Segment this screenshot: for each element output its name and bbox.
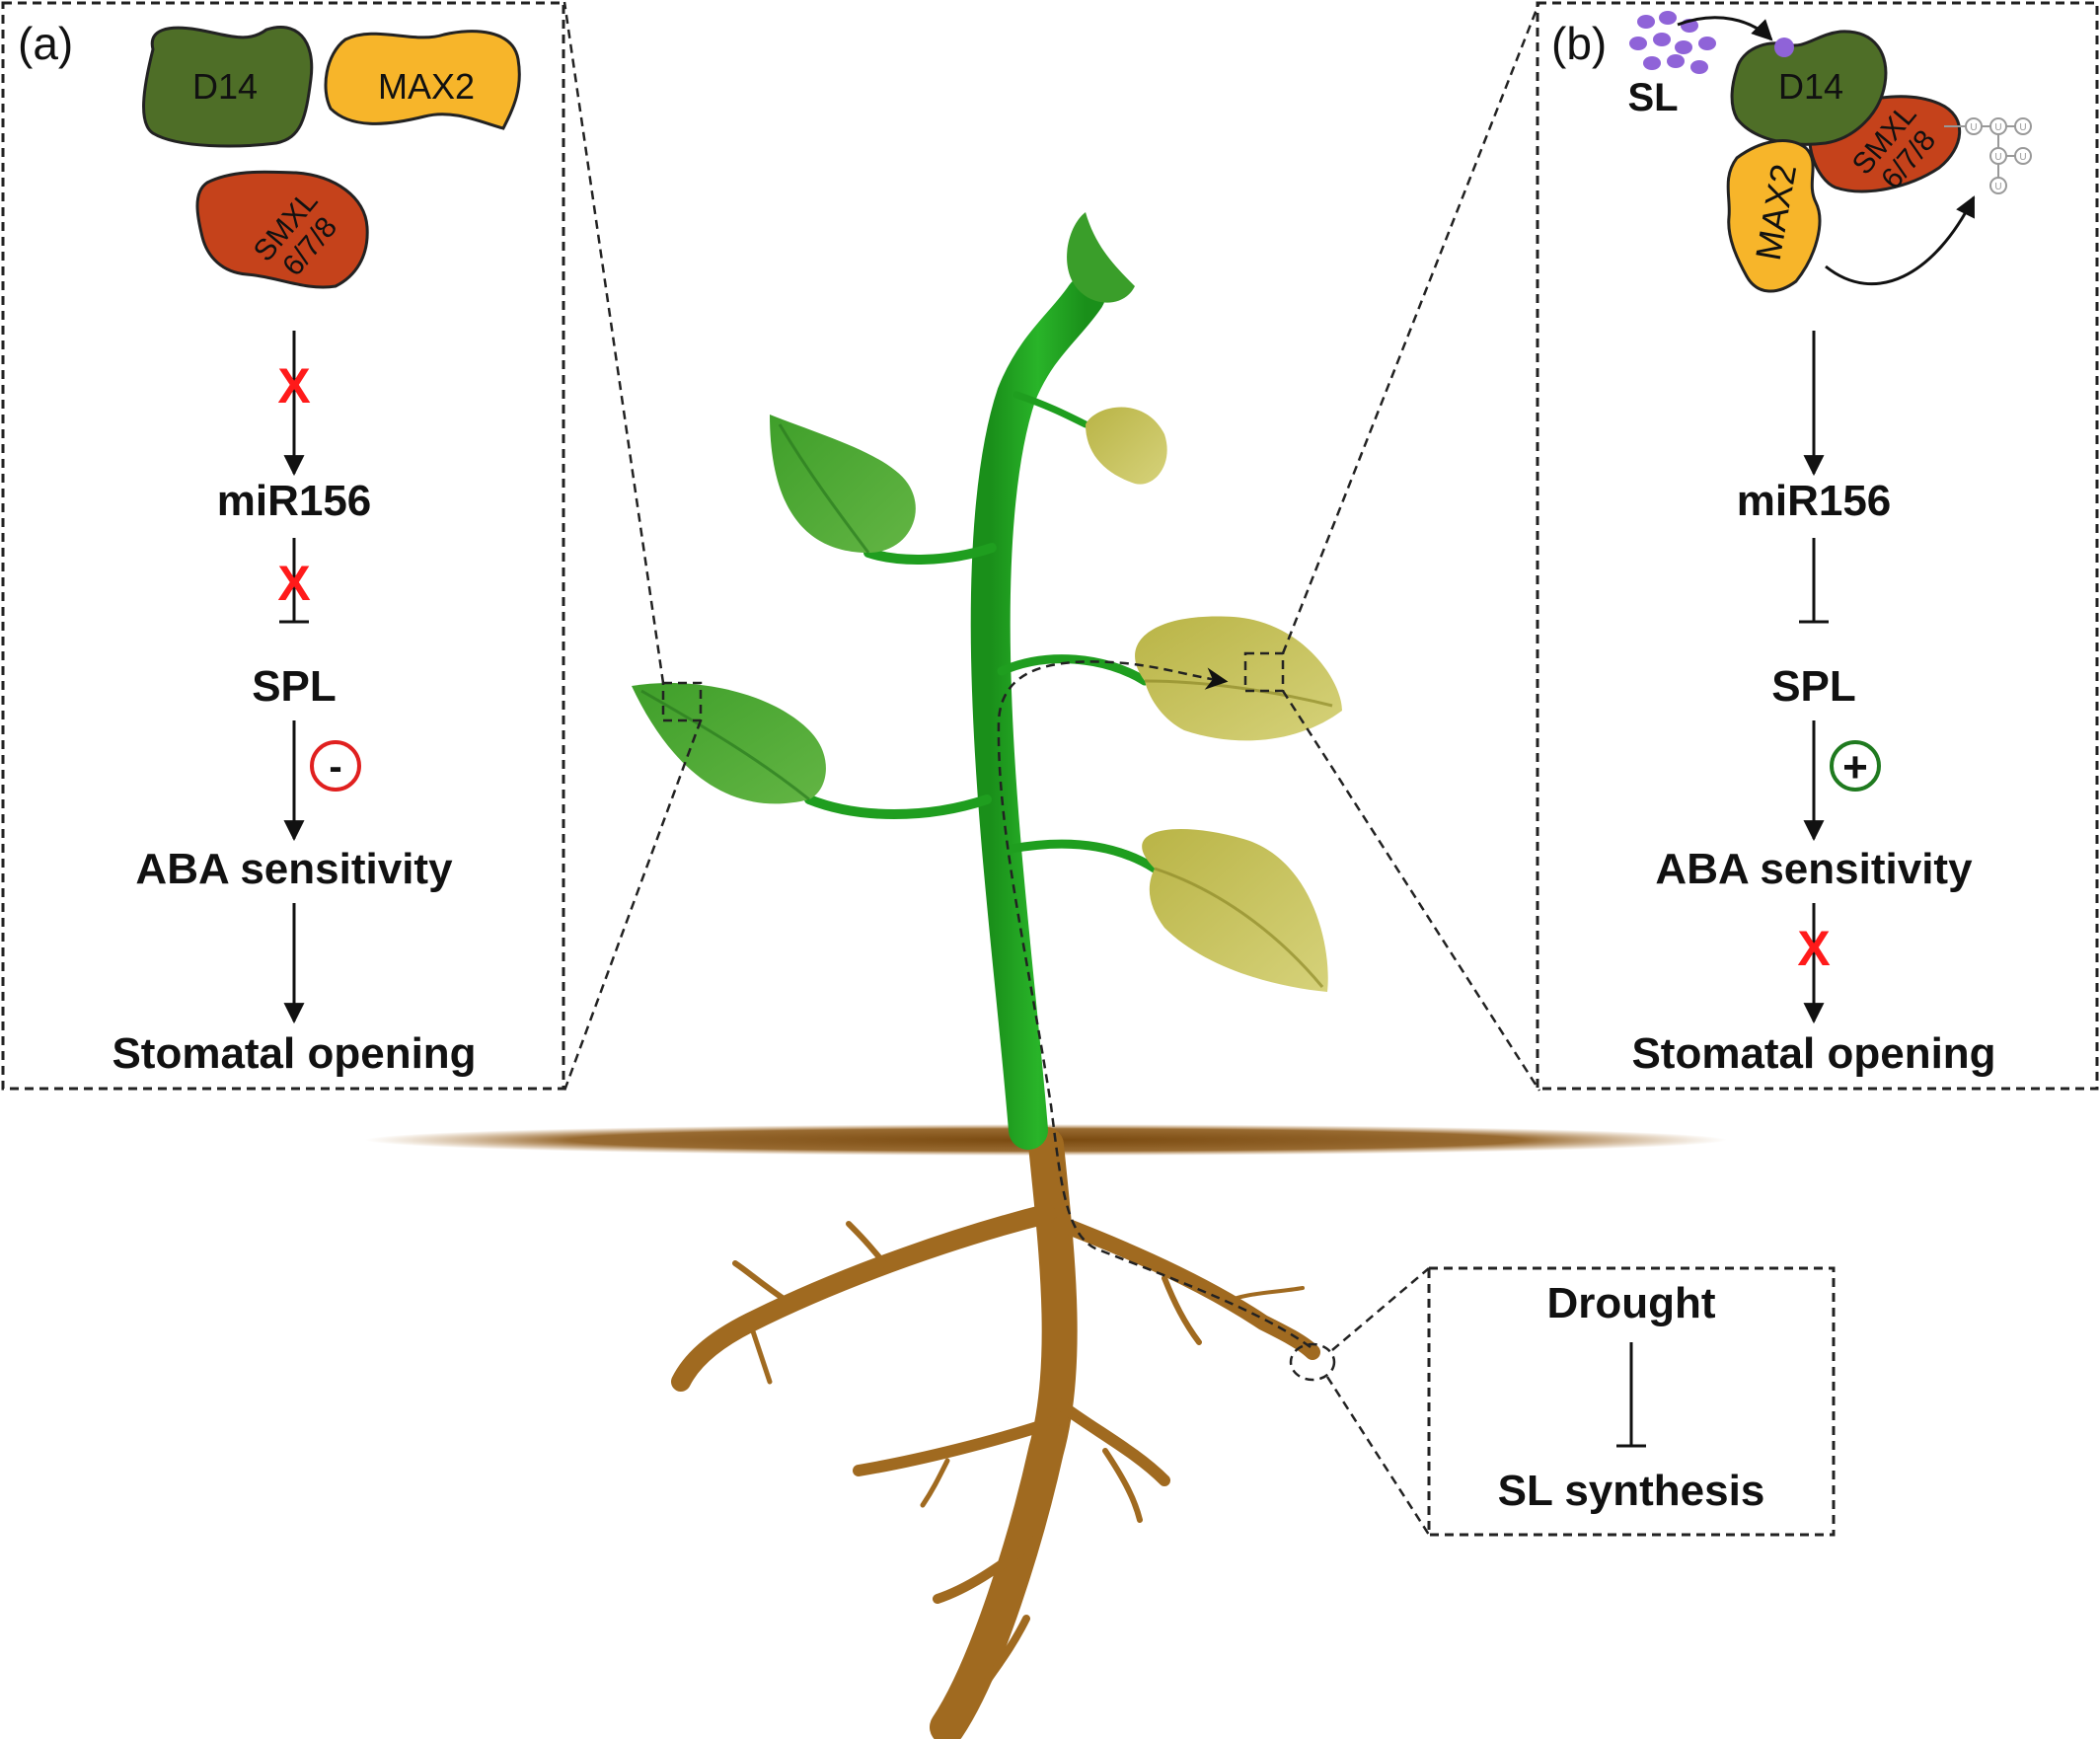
panel-a-box [1, 1, 565, 1091]
stem [970, 276, 1105, 1150]
leaf-top [1067, 212, 1135, 303]
svg-text:-: - [329, 745, 341, 789]
svg-text:D14: D14 [1778, 66, 1843, 107]
sl-dot [1698, 37, 1716, 50]
blocked-mark-b: X [1797, 921, 1830, 976]
d14-protein-complex: D14 [1730, 30, 1888, 146]
step-mir156: miR156 [217, 477, 372, 525]
svg-text:U: U [1994, 122, 2001, 133]
panel-b-label: (b) [1551, 18, 1607, 69]
d14-protein: D14 [142, 25, 314, 148]
svg-text:U: U [2019, 152, 2026, 163]
sl-transport-path [997, 660, 1312, 1349]
ubiquitin-unit: U [1989, 117, 2007, 135]
degradation-arrow [1825, 195, 1976, 285]
svg-text:MAX2: MAX2 [378, 66, 475, 107]
sl-dot [1653, 33, 1671, 46]
step-stomatal-opening-b: Stomatal opening [1631, 1029, 1995, 1078]
leaf-mid-right [1135, 616, 1342, 741]
plus-sign: + [1830, 740, 1881, 792]
sl-dot [1690, 60, 1708, 74]
ubiquitin-unit: U [1989, 147, 2007, 165]
step-mir156-b: miR156 [1737, 477, 1892, 525]
step-aba-sensitivity-b: ABA sensitivity [1655, 845, 1973, 893]
leaf-upper-right-small [1086, 407, 1167, 485]
leaf-upper-left [770, 415, 916, 553]
panel-b-box [1536, 1, 2099, 1091]
sl-dot [1675, 40, 1692, 54]
sl-binding-arrow [1677, 16, 1773, 41]
ubiquitin-unit: U [1965, 117, 1983, 135]
ubiquitin-unit: U [2014, 147, 2032, 165]
blocked-mark-2: X [277, 556, 310, 611]
sl-label: SL [1627, 76, 1678, 119]
ubiquitin-unit: U [2014, 117, 2032, 135]
ubiquitin-unit: U [1989, 177, 2007, 194]
sl-dot [1667, 54, 1685, 68]
root-system [671, 1127, 1320, 1739]
step-aba-sensitivity: ABA sensitivity [135, 845, 453, 893]
step-spl-b: SPL [1771, 662, 1856, 711]
zoom-box-left-leaf [661, 681, 703, 722]
svg-text:U: U [1994, 182, 2001, 192]
step-spl: SPL [252, 662, 337, 711]
sl-dot [1629, 37, 1647, 50]
svg-text:U: U [1994, 152, 2001, 163]
panel-a-label: (a) [18, 18, 73, 69]
root-panel-box [1427, 1266, 1836, 1537]
root-panel: Drought SL synthesis [1427, 1266, 1836, 1537]
sl-dot [1637, 15, 1655, 29]
step-drought: Drought [1546, 1279, 1715, 1327]
sl-dot [1659, 11, 1677, 25]
zoom-circle-root-tip [1289, 1342, 1336, 1382]
sl-dot [1643, 56, 1661, 70]
ubiquitin-chain: U U U U U U [1944, 117, 2032, 194]
smxl-protein: SMXL 6/7/8 [195, 170, 369, 289]
panel-a: (a) D14 MAX2 SMXL 6/7/8 X miR156 X SPL [1, 1, 565, 1091]
sl-molecules [1629, 11, 1716, 74]
blocked-mark-1: X [277, 358, 310, 414]
zoom-connectors [562, 1, 1541, 1536]
zoom-box-right-leaf [1243, 651, 1285, 693]
svg-text:+: + [1842, 743, 1868, 792]
svg-text:D14: D14 [192, 66, 258, 107]
step-stomatal-opening: Stomatal opening [112, 1029, 476, 1078]
step-sl-synthesis: SL synthesis [1498, 1467, 1765, 1515]
max2-protein: MAX2 [324, 30, 521, 130]
svg-text:U: U [2019, 122, 2026, 133]
leaf-lower-right [1142, 829, 1328, 992]
plant-illustration [365, 212, 1727, 1739]
sl-bound [1774, 38, 1794, 57]
minus-sign: - [310, 740, 361, 792]
max2-protein-complex: MAX2 [1726, 139, 1822, 293]
svg-text:U: U [1970, 122, 1977, 133]
